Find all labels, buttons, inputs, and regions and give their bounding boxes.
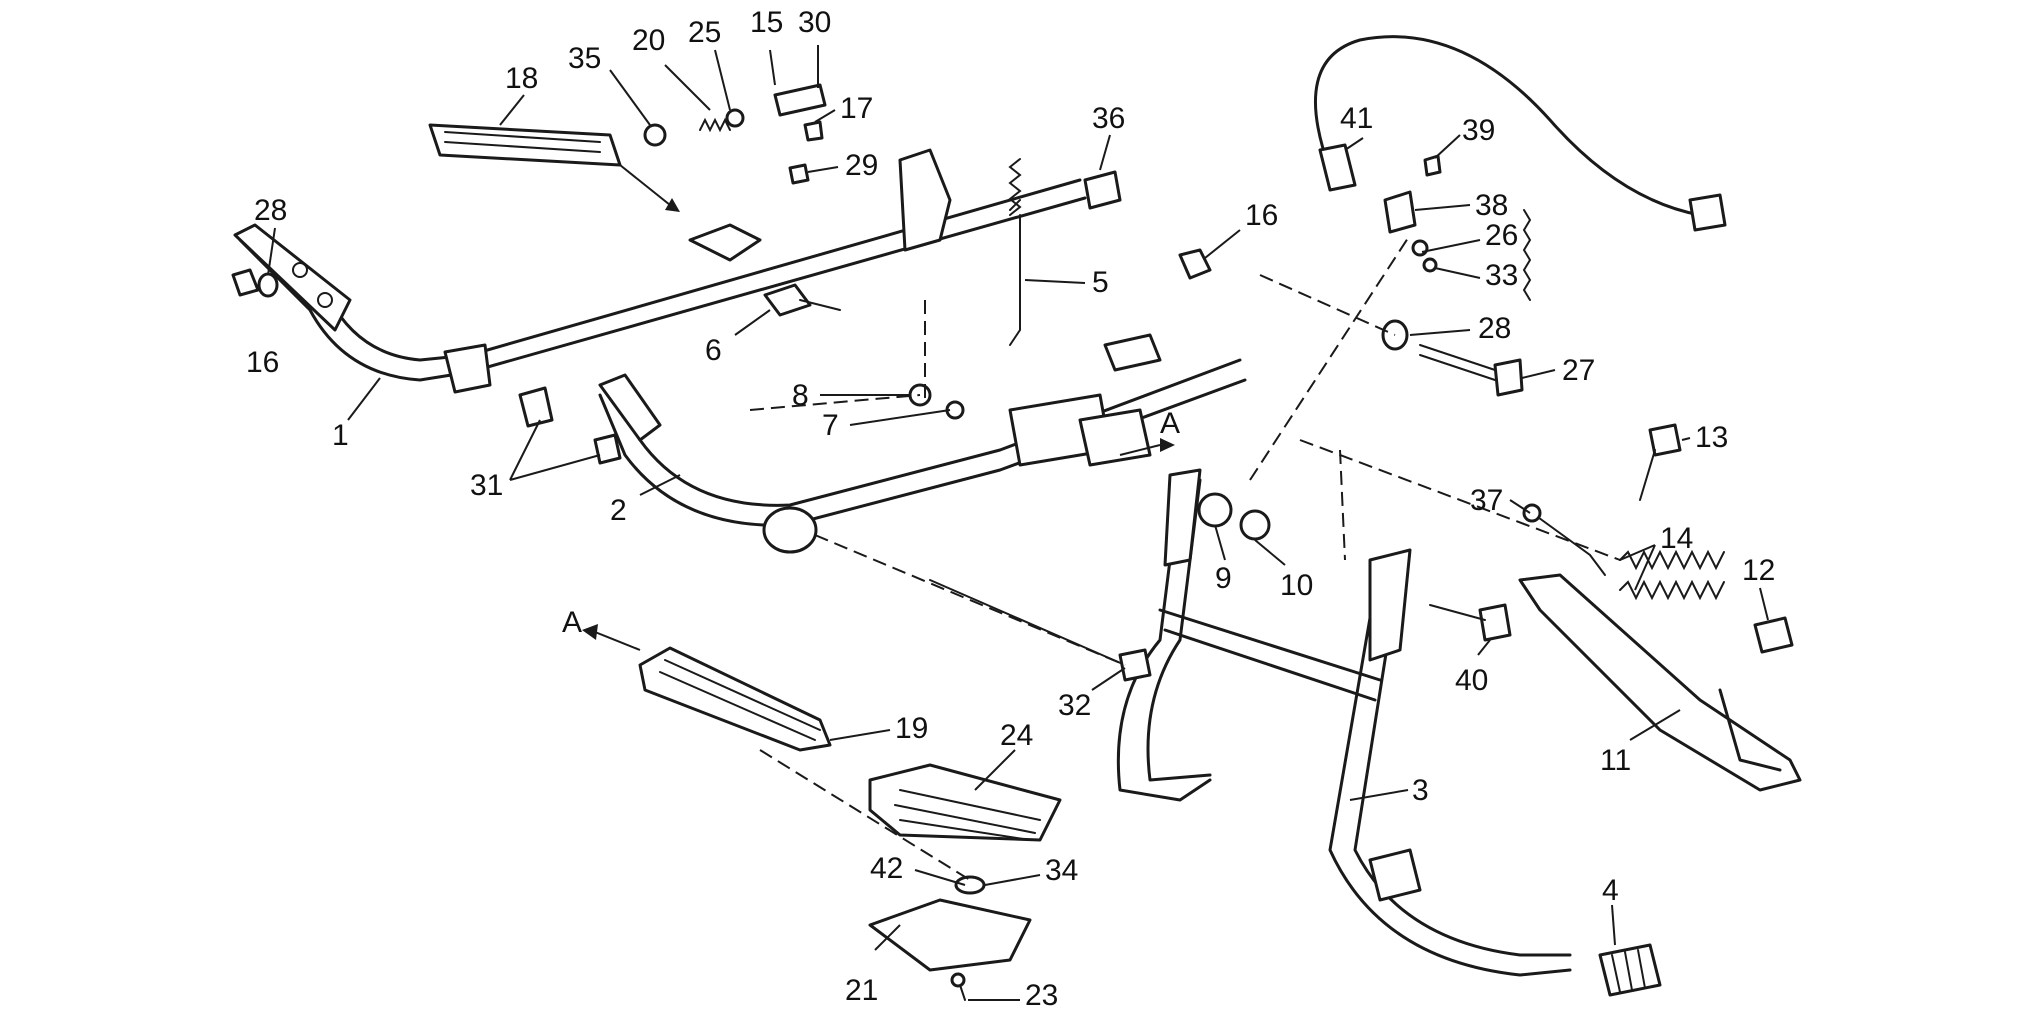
leader-lines xyxy=(267,45,1769,1001)
label-part-35: 35 xyxy=(568,42,601,75)
label-part-9: 9 xyxy=(1215,562,1232,595)
part-19-footrest-lower xyxy=(638,646,832,752)
label-part-21: 21 xyxy=(845,974,878,1007)
label-part-30: 30 xyxy=(798,6,831,39)
label-part-5: 5 xyxy=(1092,266,1109,299)
label-part-6: 6 xyxy=(705,334,722,367)
label-part-2: 2 xyxy=(610,494,627,527)
arrow-18-direction xyxy=(619,164,680,212)
label-part-36: 36 xyxy=(1092,102,1125,135)
label-part-34: 34 xyxy=(1045,854,1078,887)
part-5-spring-bracket xyxy=(898,148,1022,346)
label-part-40: 40 xyxy=(1455,664,1488,697)
label-part-25: 25 xyxy=(688,16,721,49)
part-24-footboard-rubber xyxy=(868,763,1062,842)
arrow-label-a-top: A xyxy=(1160,407,1180,440)
label-part-13: 13 xyxy=(1695,421,1728,454)
label-part-27: 27 xyxy=(1562,354,1595,387)
alignment-lines xyxy=(749,234,1621,881)
hardware-bolts-and-bushings xyxy=(231,83,1794,1001)
label-part-20: 20 xyxy=(632,24,665,57)
label-part-31: 31 xyxy=(470,469,503,502)
label-part-18: 18 xyxy=(505,62,538,95)
label-part-28-right: 28 xyxy=(1478,312,1511,345)
part-11-side-stand xyxy=(1518,573,1802,792)
label-part-41: 41 xyxy=(1340,102,1373,135)
arrow-marker-a-left: A xyxy=(562,606,641,651)
label-part-11: 11 xyxy=(1600,744,1631,777)
part-4-grip-rubber xyxy=(1598,943,1662,997)
part-3-centre-stand xyxy=(1116,468,1572,977)
part-2-footrest-bar-front xyxy=(598,333,1247,554)
label-part-33: 33 xyxy=(1485,259,1518,292)
label-part-37: 37 xyxy=(1470,484,1503,517)
label-part-1: 1 xyxy=(332,419,349,452)
part-number-labels: 1 2 3 4 5 6 7 8 9 10 11 12 13 14 15 16 1… xyxy=(246,6,1775,1012)
label-part-16-left: 16 xyxy=(246,346,279,379)
arrow-marker-a-top: A xyxy=(1119,407,1180,456)
arrow-label-a-left: A xyxy=(562,606,582,639)
label-part-3: 3 xyxy=(1412,774,1429,807)
label-part-26: 26 xyxy=(1485,219,1518,252)
label-part-29: 29 xyxy=(845,149,878,182)
label-part-14: 14 xyxy=(1660,522,1693,555)
label-part-16-right: 16 xyxy=(1245,199,1278,232)
label-part-15: 15 xyxy=(750,6,783,39)
label-part-8: 8 xyxy=(792,379,809,412)
label-part-4: 4 xyxy=(1602,874,1619,907)
part-18-footrest-rubber xyxy=(428,123,622,167)
label-part-39: 39 xyxy=(1462,114,1495,147)
label-part-7: 7 xyxy=(822,409,839,442)
label-part-10: 10 xyxy=(1280,569,1313,602)
label-part-19: 19 xyxy=(895,712,928,745)
part-1-footrest-bar-upper xyxy=(233,178,1087,394)
label-part-23: 23 xyxy=(1025,979,1058,1012)
label-part-32: 32 xyxy=(1058,689,1091,722)
label-part-12: 12 xyxy=(1742,554,1775,587)
label-part-38: 38 xyxy=(1475,189,1508,222)
label-part-42: 42 xyxy=(870,852,903,885)
label-part-17: 17 xyxy=(840,92,873,125)
part-41-cable xyxy=(1313,35,1727,232)
part-14-springs xyxy=(1522,209,1725,601)
part-21-footboard-plate xyxy=(868,898,1032,972)
label-part-24: 24 xyxy=(1000,719,1033,752)
label-part-28-left: 28 xyxy=(254,194,287,227)
